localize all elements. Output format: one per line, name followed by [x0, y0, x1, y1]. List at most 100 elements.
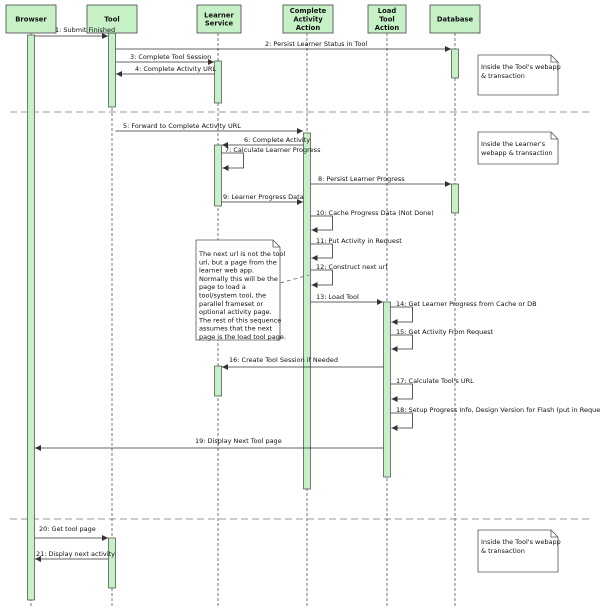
message-4: 4: Complete Activity URL: [116, 65, 216, 77]
message-2: 2: Persist Learner Status in Tool: [115, 40, 451, 52]
message-label: 14: Get Learner Progress from Cache or D…: [396, 300, 537, 308]
participant-box: [429, 4, 481, 34]
message-8: 8: Persist Learner Progress: [310, 175, 451, 187]
participant-label: Complete: [290, 7, 327, 15]
note-connector: [279, 274, 310, 284]
note-line: The next url is not the tool: [198, 250, 285, 258]
message-15: 15: Get Activity From Request: [390, 328, 494, 352]
participant-browser: Browser: [5, 4, 57, 34]
note-line: page to load a: [199, 283, 246, 291]
self-call-arrow: [390, 383, 413, 402]
message-20: 20: Get tool page: [34, 525, 108, 541]
participant-label: Tool: [379, 16, 394, 24]
message-label: 21: Display next activity: [36, 550, 115, 558]
message-16: 16: Create Tool Session if Needed: [222, 356, 384, 370]
activation-bar: [214, 365, 222, 397]
message-9: 9: Learner Progress Data: [221, 193, 304, 205]
message-label: 8: Persist Learner Progress: [318, 175, 405, 183]
message-label: 6: Complete Activity: [244, 136, 310, 144]
message-label: 20: Get tool page: [39, 525, 96, 533]
self-call-arrow: [310, 215, 333, 233]
activation-bar: [303, 132, 311, 490]
message-label: 13: Load Tool: [316, 293, 359, 301]
note-line: url, but a page from the: [199, 258, 277, 266]
note-line: Inside the Learner's: [481, 140, 546, 148]
participant-label: Action: [375, 24, 400, 32]
note-line: assumes that the next: [199, 325, 273, 333]
self-call-arrow: [390, 334, 413, 352]
participant-label: Learner: [204, 11, 234, 19]
message-label: 2: Persist Learner Status in Tool: [265, 40, 367, 48]
participant-tool: Tool: [86, 4, 138, 34]
message-21: 21: Display next activity: [35, 550, 115, 562]
message-12: 12: Construct next url: [310, 263, 387, 288]
participant-box: [86, 4, 138, 34]
message-label: 10: Cache Progress Data (Not Done): [316, 209, 434, 217]
activation-bar: [451, 48, 459, 79]
note-line: page is the load tool page.: [199, 333, 286, 341]
participant-label: Service: [205, 20, 234, 28]
message-1: 1: Submit Finished: [34, 26, 115, 39]
participant-box: [196, 4, 242, 34]
message-label: 17: Calculate Tool's URL: [396, 377, 474, 385]
message-label: 5: Forward to Complete Activity URL: [123, 122, 241, 130]
activation-bar: [214, 60, 222, 104]
note-line: learner web app.: [199, 267, 254, 275]
note-line: & transaction: [481, 547, 525, 555]
self-call-arrow: [390, 306, 413, 325]
message-label: 1: Submit Finished: [55, 26, 115, 34]
self-call-arrow: [310, 243, 333, 261]
message-3: 3: Complete Tool Session: [115, 53, 214, 65]
message-label: 9: Learner Progress Data: [223, 193, 304, 201]
message-17: 17: Calculate Tool's URL: [390, 377, 474, 402]
message-label: 3: Complete Tool Session: [130, 53, 211, 61]
activation-bar: [108, 537, 116, 589]
note-tool-webapp-1: Inside the Tool's webapp& transaction: [477, 54, 561, 96]
note-fold: [550, 530, 558, 538]
note-line: Inside the Tool's webapp: [481, 538, 561, 546]
note-box: [477, 54, 559, 96]
participant-box: [282, 4, 334, 34]
message-label: 16: Create Tool Session if Needed: [229, 356, 338, 364]
note-line: tool/system tool, the: [199, 292, 266, 300]
note-line: & transaction: [481, 72, 525, 80]
message-label: 11: Put Activity in Request: [316, 237, 402, 245]
message-label: 19: Display Next Tool page: [195, 437, 282, 445]
participant-label: Action: [296, 24, 321, 32]
message-19: 19: Display Next Tool page: [35, 437, 384, 451]
note-box: [477, 529, 559, 573]
message-14: 14: Get Learner Progress from Cache or D…: [390, 300, 537, 325]
message-label: 4: Complete Activity URL: [135, 65, 216, 73]
self-call-arrow: [310, 269, 333, 288]
self-call-arrow: [390, 412, 413, 431]
participant-label: Tool: [104, 16, 119, 24]
participant-label: Database: [437, 16, 474, 24]
participant-label: Load: [378, 7, 397, 15]
note-line: parallel frameset or: [199, 300, 263, 308]
activation-bar: [451, 183, 459, 214]
message-10: 10: Cache Progress Data (Not Done): [310, 209, 434, 233]
message-label: 7: Calculate Learner Progress: [225, 146, 321, 154]
note-fold: [550, 132, 558, 140]
message-label: 15: Get Activity From Request: [396, 328, 494, 336]
self-call-arrow: [221, 152, 244, 171]
message-label: 18: Setup Progress Info, Design Version …: [396, 406, 600, 414]
message-13: 13: Load Tool: [310, 293, 383, 305]
activation-bar: [108, 32, 116, 108]
participant-label: Browser: [15, 16, 47, 24]
message-7: 7: Calculate Learner Progress: [221, 146, 321, 171]
note-tool-webapp-2: Inside the Tool's webapp& transaction: [477, 529, 561, 573]
note-fold: [550, 55, 558, 63]
participant-database: Database: [429, 4, 481, 34]
note-line: webapp & transaction: [481, 149, 553, 157]
activation-bar: [383, 301, 391, 478]
participant-box: [5, 4, 57, 34]
message-18: 18: Setup Progress Info, Design Version …: [390, 406, 600, 431]
note-line: Inside the Tool's webapp: [481, 63, 561, 71]
